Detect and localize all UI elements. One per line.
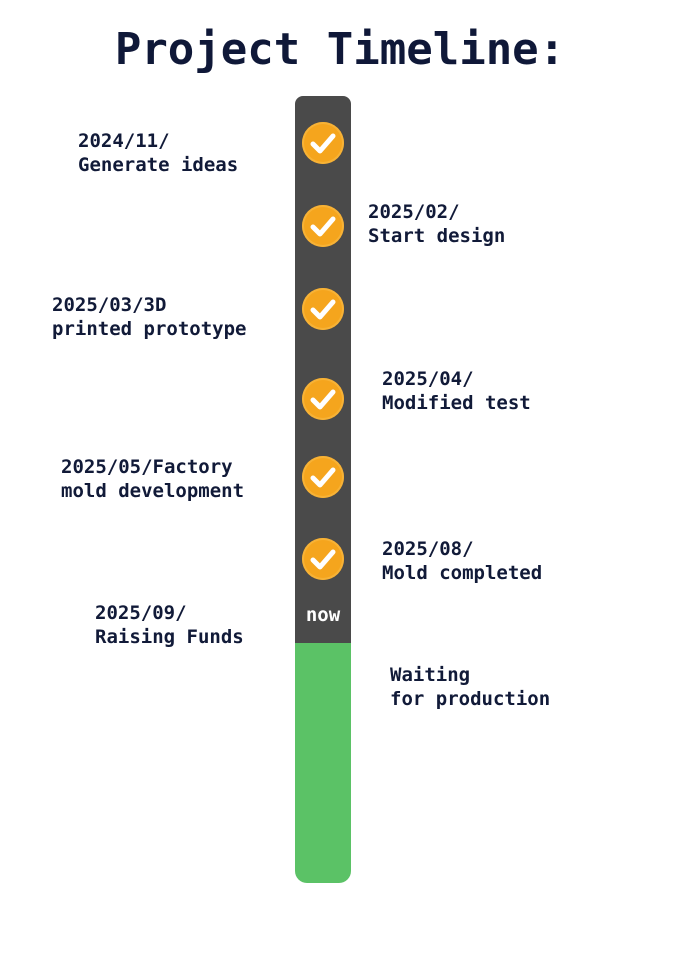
milestone-description: Generate ideas xyxy=(78,154,239,176)
milestone-label: 2025/03/3D printed prototype xyxy=(52,293,246,341)
checkmark-icon xyxy=(302,378,344,420)
milestone-date: 2025/03/3D xyxy=(52,294,167,316)
milestone-date: 2025/04/ xyxy=(382,368,474,390)
checkmark-icon xyxy=(302,538,344,580)
upcoming-timeline-bar xyxy=(295,643,351,883)
milestone-date: 2025/05/Factory xyxy=(61,456,233,478)
milestone-description: Modified test xyxy=(382,392,531,414)
now-marker-label: now xyxy=(305,604,341,626)
milestone-label-upcoming: Waiting for production xyxy=(390,663,550,711)
milestone-date: 2025/02/ xyxy=(368,201,460,223)
milestone-description: printed prototype xyxy=(52,318,247,340)
milestone-label-current: 2025/09/ Raising Funds xyxy=(95,601,244,649)
checkmark-icon xyxy=(302,288,344,330)
milestone-date: 2025/08/ xyxy=(382,538,474,560)
milestone-label: 2025/05/Factory mold development xyxy=(61,455,244,503)
milestone-description: Start design xyxy=(368,225,506,247)
milestone-label: 2025/04/ Modified test xyxy=(382,367,531,415)
checkmark-icon xyxy=(302,122,344,164)
checkmark-icon xyxy=(302,456,344,498)
milestone-label: 2025/02/ Start design xyxy=(368,200,505,248)
milestone-description: for production xyxy=(390,688,551,710)
milestone-status: Waiting xyxy=(390,664,471,686)
milestone-date: 2024/11/ xyxy=(78,130,170,152)
milestone-label: 2024/11/ Generate ideas xyxy=(78,129,238,177)
milestone-description: Mold completed xyxy=(382,562,543,584)
milestone-description: Raising Funds xyxy=(95,626,244,648)
page-title: Project Timeline: xyxy=(114,24,566,75)
milestone-description: mold development xyxy=(61,480,245,502)
milestone-label: 2025/08/ Mold completed xyxy=(382,537,542,585)
milestone-date: 2025/09/ xyxy=(95,602,187,624)
checkmark-icon xyxy=(302,205,344,247)
